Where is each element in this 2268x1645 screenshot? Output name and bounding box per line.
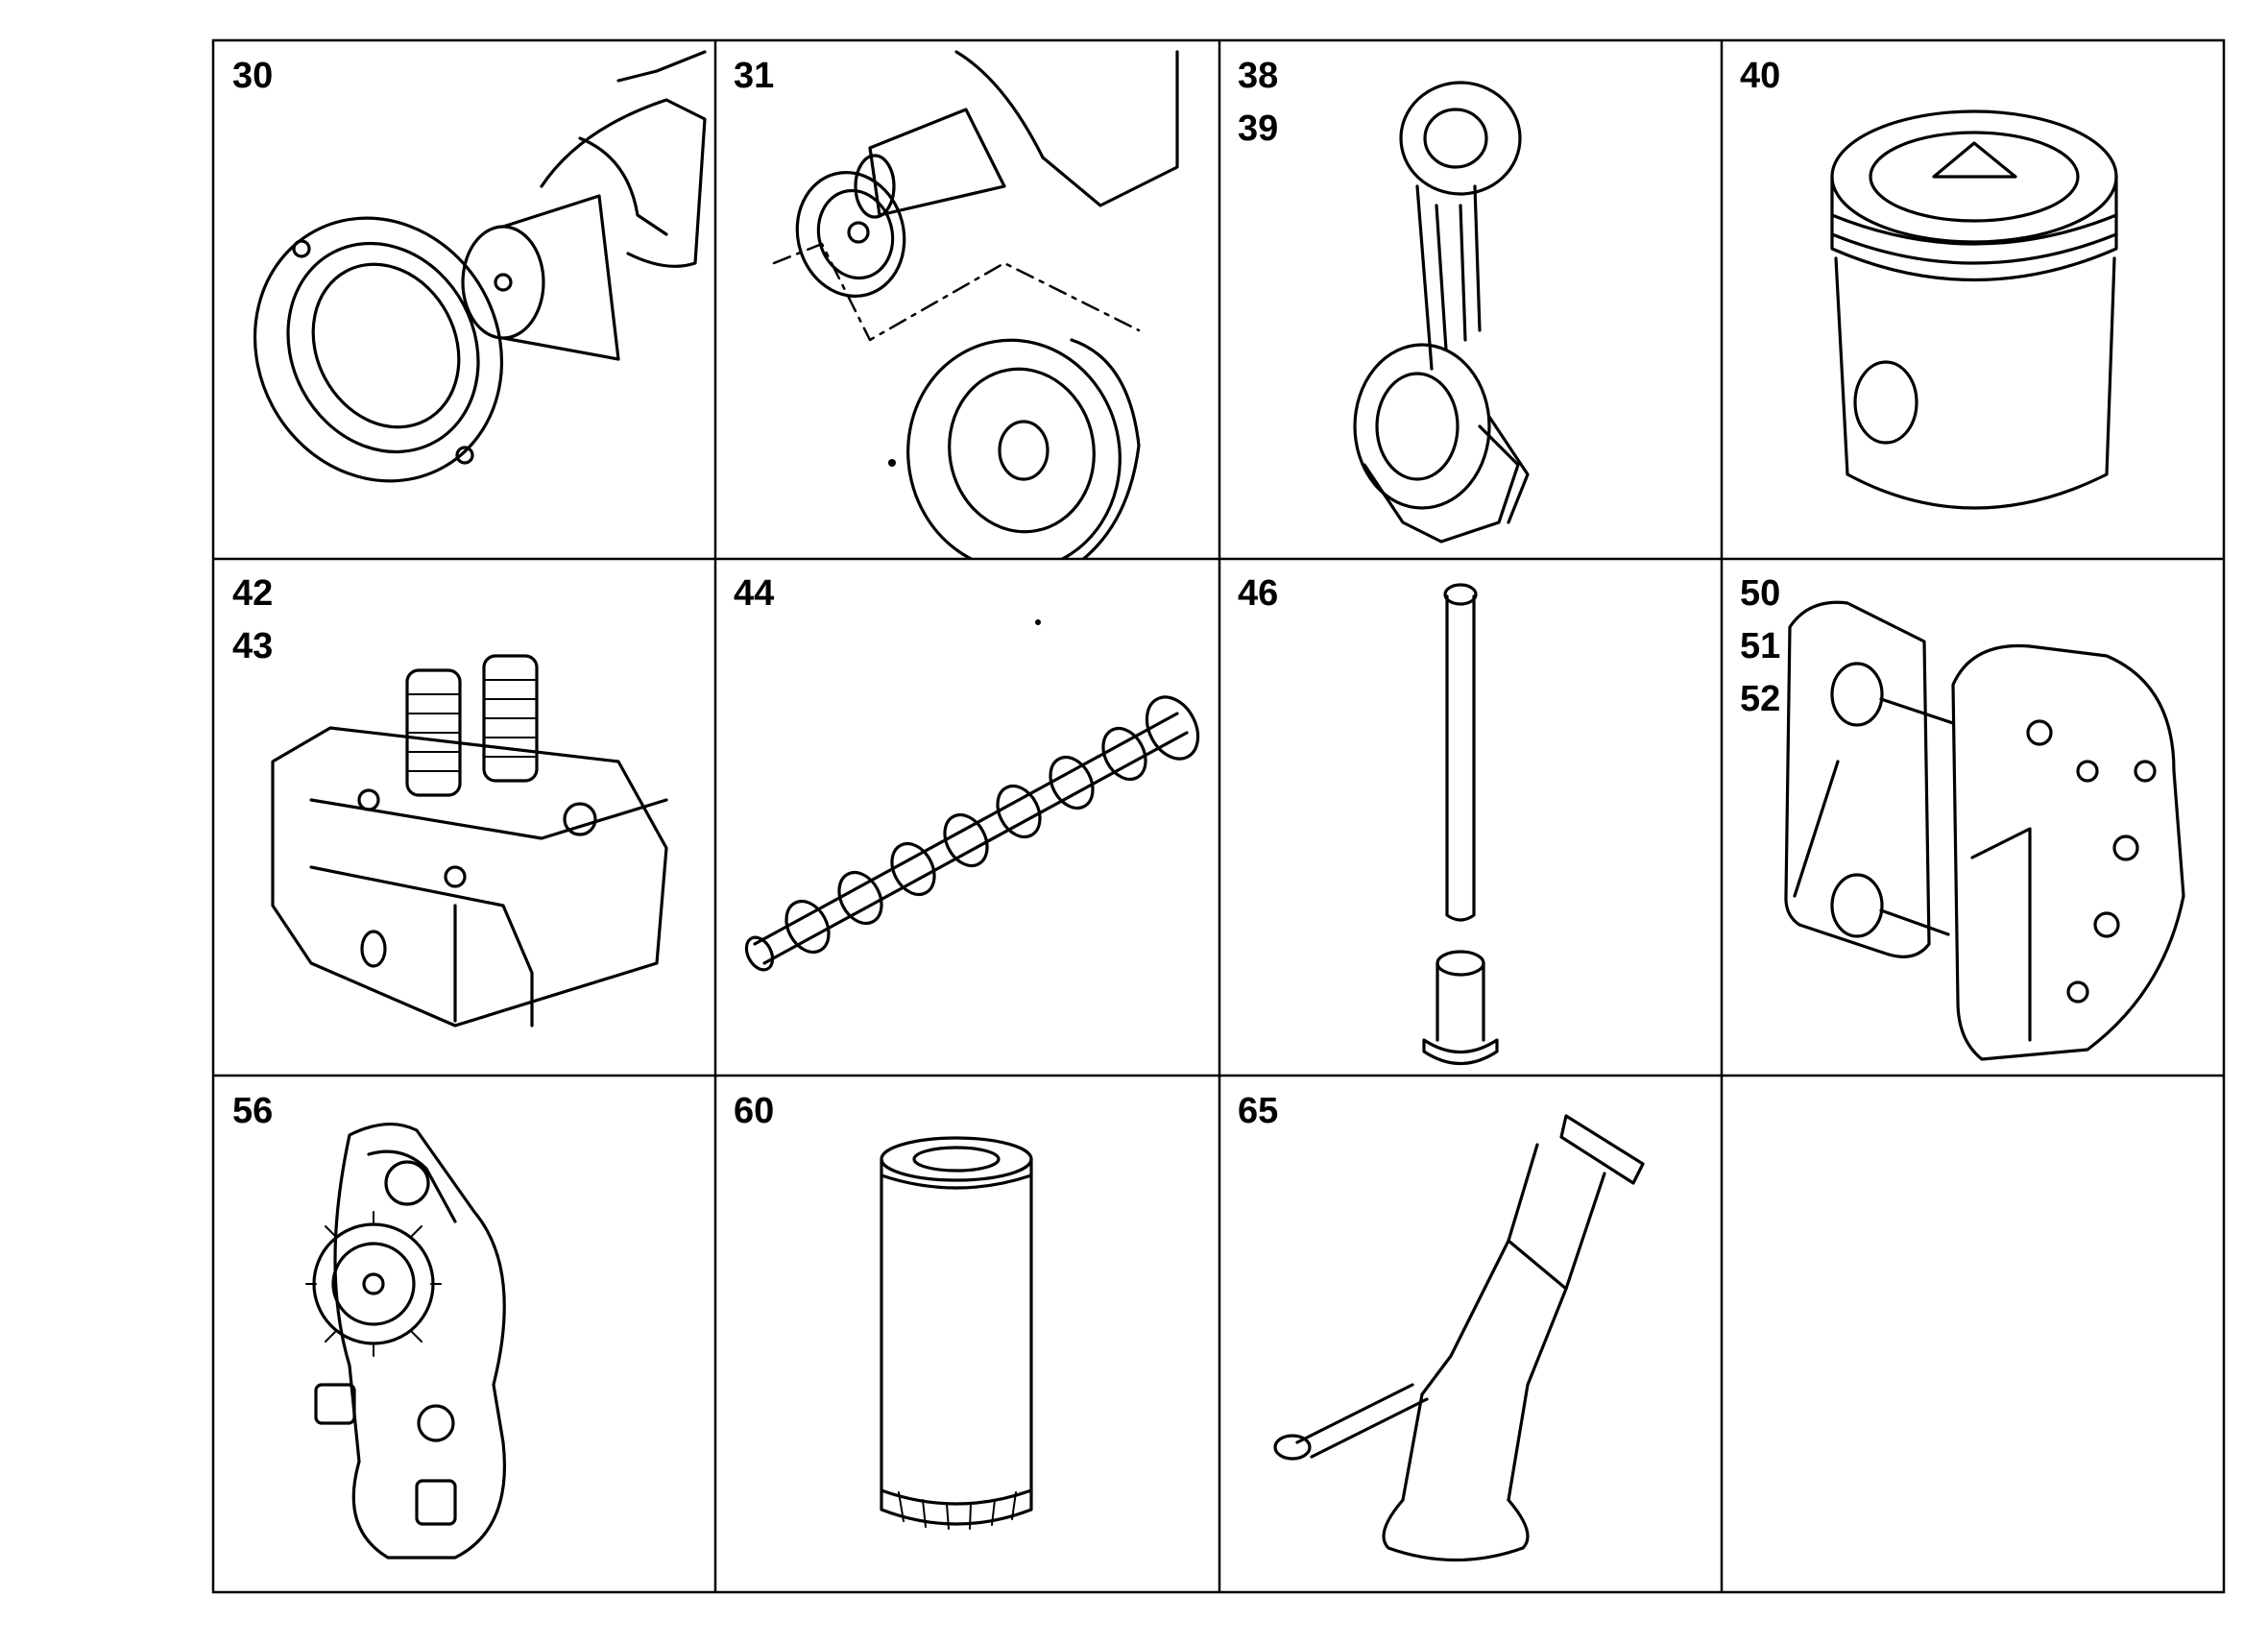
oil-suction-pipe-icon bbox=[1273, 1114, 1645, 1562]
part-number-list: 31 bbox=[734, 50, 774, 103]
crankshaft-gear-pulley-icon bbox=[772, 50, 1179, 558]
part-number: 50 bbox=[1740, 573, 1781, 614]
part-cell-31: 31 bbox=[716, 42, 1218, 558]
oil-filter-icon bbox=[880, 1136, 1033, 1530]
part-number: 42 bbox=[232, 573, 274, 614]
part-number-list: 38 39 bbox=[1238, 50, 1278, 156]
part-number: 44 bbox=[734, 573, 775, 614]
part-number: 38 bbox=[1238, 56, 1279, 96]
part-cell-38-39: 38 39 bbox=[1220, 42, 1721, 558]
part-number-list: 42 43 bbox=[232, 568, 273, 673]
part-number-list: 50 51 52 bbox=[1740, 568, 1780, 726]
part-number: 43 bbox=[232, 626, 274, 666]
part-number-list: 40 bbox=[1740, 50, 1780, 103]
part-cell-30: 30 bbox=[215, 42, 714, 558]
part-number-list: 30 bbox=[232, 50, 273, 103]
part-number: 31 bbox=[734, 56, 775, 96]
part-number: 65 bbox=[1238, 1091, 1279, 1131]
part-cell-42-43: 42 43 bbox=[215, 560, 714, 1075]
part-number: 39 bbox=[1238, 109, 1279, 149]
piston-icon bbox=[1830, 109, 2118, 510]
oil-pump-icon bbox=[305, 1122, 507, 1560]
part-number: 52 bbox=[1740, 679, 1781, 719]
part-cell-40: 40 bbox=[1723, 42, 2223, 558]
part-cell-44: 44 bbox=[716, 560, 1218, 1075]
part-cell-46: 46 bbox=[1220, 560, 1721, 1075]
camshaft-icon bbox=[744, 619, 1200, 972]
part-number-list: 56 bbox=[232, 1085, 273, 1138]
part-number: 56 bbox=[232, 1091, 274, 1131]
part-cell-empty bbox=[1723, 1077, 2223, 1591]
part-cell-50-51-52: 50 51 52 bbox=[1723, 560, 2223, 1075]
part-number-list: 60 bbox=[734, 1085, 774, 1138]
part-number-list: 44 bbox=[734, 568, 774, 620]
part-cell-65: 65 bbox=[1220, 1077, 1721, 1591]
cylinder-head-icon bbox=[271, 654, 668, 1028]
part-cell-56: 56 bbox=[215, 1077, 714, 1591]
part-number: 30 bbox=[232, 56, 274, 96]
part-cell-60: 60 bbox=[716, 1077, 1218, 1591]
crankshaft-rear-seal-icon bbox=[253, 50, 707, 483]
part-number: 46 bbox=[1238, 573, 1279, 614]
oil-cooler-icon bbox=[1784, 600, 2185, 1061]
connecting-rod-icon bbox=[1353, 81, 1530, 544]
part-number: 40 bbox=[1740, 56, 1781, 96]
part-number-list: 65 bbox=[1238, 1085, 1278, 1138]
part-number: 51 bbox=[1740, 626, 1781, 666]
push-rod-tappet-icon bbox=[1422, 583, 1499, 1066]
part-number: 60 bbox=[734, 1091, 775, 1131]
part-number-list: 46 bbox=[1238, 568, 1278, 620]
